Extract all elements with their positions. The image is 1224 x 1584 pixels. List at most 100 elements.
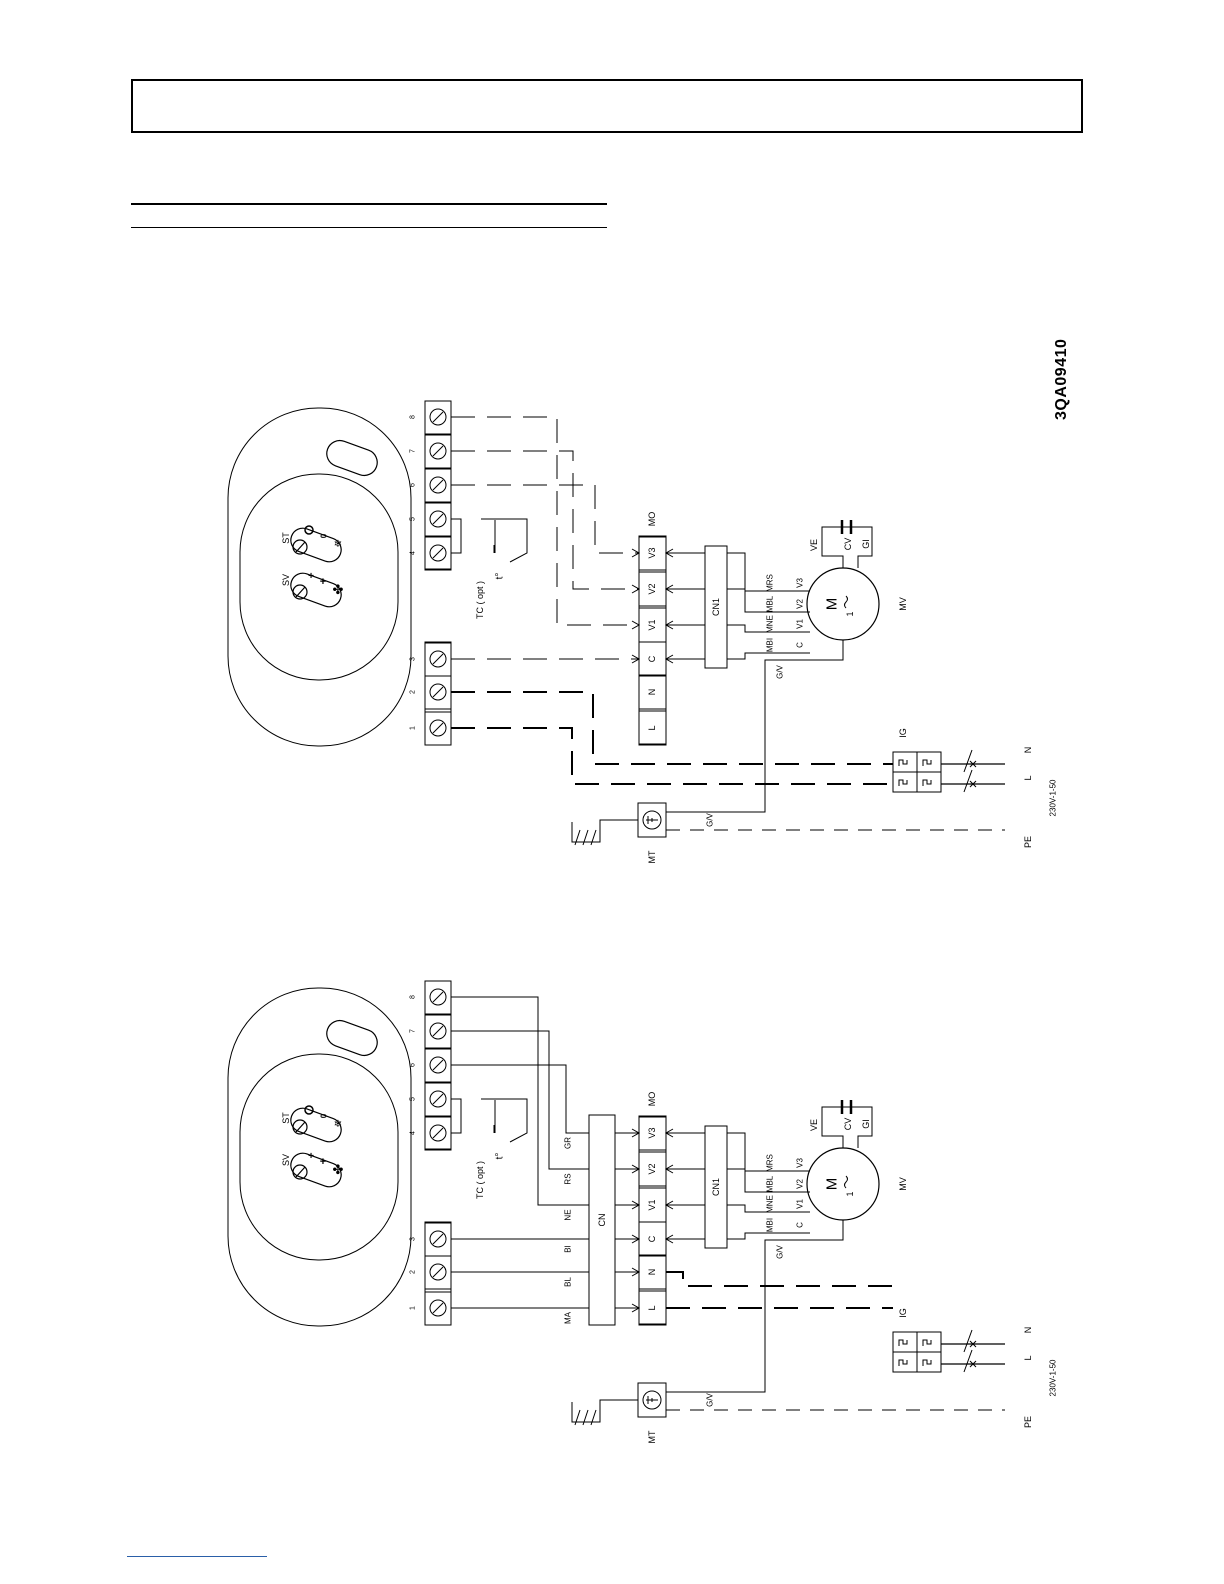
motor-circle	[806, 1147, 880, 1221]
thermostat-body	[227, 407, 412, 747]
ig-contact	[922, 1359, 932, 1366]
motor-m-label: M	[824, 598, 841, 611]
motor-wire	[727, 552, 810, 592]
motor-wire-code: V2	[796, 599, 805, 609]
motor-wire-color: MNE	[766, 615, 775, 633]
screw-slot	[432, 1302, 444, 1314]
arrow-head	[631, 584, 641, 594]
arrow-head	[664, 548, 674, 558]
mo-terminal-label: V3	[647, 547, 657, 558]
screw-slot	[432, 1127, 444, 1139]
terminal-number: 4	[410, 551, 417, 555]
cv-label: CV	[843, 1118, 853, 1131]
terminal-screw	[429, 1056, 447, 1074]
motor-wire-code: C	[796, 642, 805, 648]
screw-slot	[432, 1059, 444, 1071]
screw-slot	[432, 1233, 444, 1245]
l-label: L	[1023, 775, 1033, 780]
sv-knob-mark	[295, 586, 306, 598]
switch-x	[969, 780, 977, 788]
arrow-head	[631, 548, 641, 558]
thermostat-slot	[326, 439, 378, 477]
fan-low-icon: +	[308, 571, 314, 582]
screw-slot	[432, 991, 444, 1003]
motor-wire-code: V1	[796, 619, 805, 629]
wire-mo-n	[666, 1271, 893, 1287]
arrow-head	[664, 620, 674, 630]
arrow-head	[631, 1267, 641, 1277]
ground-hatch	[574, 1409, 581, 1426]
terminal-number: 6	[410, 483, 417, 487]
mo-terminal-label: V3	[647, 1127, 657, 1138]
ac-symbol	[844, 595, 848, 609]
motor-phase-label: 1	[845, 611, 855, 616]
earth-wire	[666, 640, 844, 813]
motor-wire-color: MRS	[766, 574, 775, 592]
ig-contact	[922, 759, 932, 766]
mo-terminal-label: C	[647, 655, 657, 662]
ig-contact	[922, 779, 932, 786]
motor-wire-color: MRS	[766, 1154, 775, 1172]
switch-x	[969, 1360, 977, 1368]
gv-label-mt: G/V	[706, 1392, 715, 1406]
terminal-jumper	[451, 518, 462, 554]
fan-speed-selector	[290, 572, 342, 608]
cn-label: CN	[597, 1214, 607, 1227]
ground-hatch	[590, 1409, 597, 1426]
gi-label: GI	[861, 1119, 871, 1129]
mo-terminal-block	[638, 1116, 667, 1325]
st-knob-mark	[295, 541, 306, 553]
terminal-screw	[429, 1090, 447, 1108]
terminal-number: 7	[410, 1029, 417, 1033]
terminal-screw	[429, 408, 447, 426]
motor-wire	[727, 1168, 810, 1193]
supply-label: 230V-1-50	[1049, 1359, 1058, 1396]
screw-slot	[432, 479, 444, 491]
cn1-label: CN1	[711, 598, 721, 616]
switch-x	[969, 1340, 977, 1348]
wire-t2-n	[451, 691, 893, 765]
mo-terminal-label: V1	[647, 619, 657, 630]
ve-label: VE	[809, 539, 819, 551]
sv-knob	[292, 584, 308, 600]
motor-wire-code: C	[796, 1222, 805, 1228]
mv-label: MV	[898, 1177, 908, 1191]
st-knob	[292, 1119, 308, 1135]
header-box	[131, 79, 1083, 133]
motor-m-label: M	[824, 1178, 841, 1191]
motor-wire	[727, 652, 810, 660]
ig-contact	[898, 759, 908, 766]
motor-circle	[806, 567, 880, 641]
cn-wire-label: GR	[564, 1137, 573, 1149]
arrow-head	[664, 584, 674, 594]
terminal-screw	[429, 1299, 447, 1317]
terminal-number: 6	[410, 1063, 417, 1067]
capacitor-wire	[821, 1106, 873, 1148]
season-selector	[290, 527, 342, 563]
terminal-screw	[429, 1263, 447, 1281]
arrow-head	[664, 1234, 674, 1244]
ig-contact	[922, 1339, 932, 1346]
ig-label: IG	[898, 728, 908, 738]
terminal-number: 1	[410, 726, 417, 730]
arrow-head	[664, 654, 674, 664]
terminal-block-lower	[424, 641, 452, 746]
pe-label: PE	[1023, 836, 1033, 848]
st-knob	[292, 539, 308, 555]
terminal-block-lower	[424, 1221, 452, 1326]
st-label: ST	[281, 1112, 291, 1124]
sun-icon	[304, 525, 314, 535]
switch-blade	[963, 769, 973, 793]
wire-t6-v3	[451, 484, 639, 554]
motor-wire-code: V2	[796, 1179, 805, 1189]
mo-label: MO	[647, 1092, 657, 1107]
screw-slot	[432, 722, 444, 734]
fan-med-icon: +	[320, 1156, 326, 1168]
wire-cn-thin	[451, 996, 589, 1206]
terminal-screw	[429, 719, 447, 737]
terminal-number: 5	[410, 517, 417, 521]
motor-wire-color: MBI	[766, 638, 775, 652]
screw-slot	[432, 547, 444, 559]
mo-terminal-label: N	[647, 1269, 657, 1276]
